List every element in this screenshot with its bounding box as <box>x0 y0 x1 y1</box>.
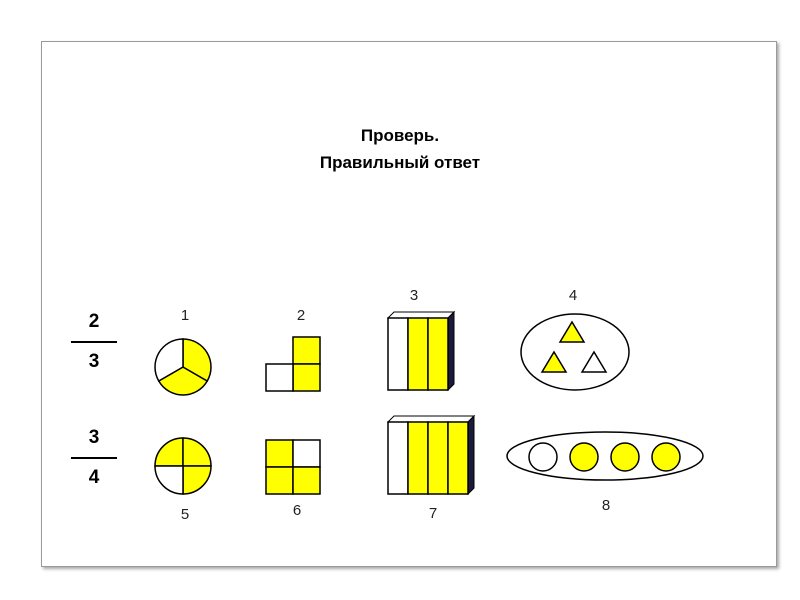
strip-shaded <box>448 422 468 494</box>
strip-shaded <box>408 318 428 390</box>
figure-oval-circles <box>505 430 705 482</box>
figure-circle-quarters <box>155 438 211 494</box>
strip-shaded <box>408 422 428 494</box>
fraction-numerator: 3 <box>71 426 117 450</box>
figure-label-7: 7 <box>418 505 448 522</box>
fraction-bar <box>71 457 117 459</box>
circle-quarter-empty <box>155 466 183 494</box>
circle-quarter-shaded <box>183 438 211 466</box>
figure-label-5: 5 <box>170 506 200 523</box>
fraction-denominator: 3 <box>71 350 117 374</box>
oval-outline <box>521 314 629 390</box>
square-quarter-shaded <box>266 467 293 494</box>
figure-label-3: 3 <box>399 287 429 304</box>
fraction-denominator: 4 <box>71 466 117 490</box>
circle-shaded <box>652 443 680 471</box>
square-quarter-shaded <box>266 440 293 467</box>
square-quarter-empty <box>293 440 320 467</box>
figure-label-6: 6 <box>282 502 312 519</box>
box-side-face <box>448 312 454 390</box>
circle-empty <box>529 443 557 471</box>
circle-quarter-shaded <box>183 466 211 494</box>
figure-square-quarters <box>265 439 321 495</box>
strip-empty <box>388 318 408 390</box>
figure-l-squares <box>265 337 321 393</box>
figure-box-four-strips <box>388 416 478 498</box>
figure-label-2: 2 <box>286 307 316 324</box>
figure-box-three-strips <box>388 312 460 394</box>
strip-shaded <box>428 318 448 390</box>
figure-circle-thirds <box>155 339 211 395</box>
title-line-1: Проверь. <box>0 122 800 149</box>
slide-title: Проверь. Правильный ответ <box>0 122 800 176</box>
square-empty <box>266 364 293 391</box>
fraction-two-thirds: 2 3 <box>71 310 117 374</box>
square-shaded <box>293 364 320 391</box>
strip-empty <box>388 422 408 494</box>
circle-shaded <box>570 443 598 471</box>
square-quarter-shaded <box>293 467 320 494</box>
figure-label-8: 8 <box>591 497 621 514</box>
fraction-bar <box>71 341 117 343</box>
figure-label-4: 4 <box>558 287 588 304</box>
square-shaded <box>293 337 320 364</box>
strip-shaded <box>428 422 448 494</box>
box-top-face <box>388 312 454 318</box>
figure-oval-triangles <box>520 312 630 392</box>
fraction-three-quarters: 3 4 <box>71 426 117 490</box>
circle-quarter-shaded <box>155 438 183 466</box>
title-line-2: Правильный ответ <box>0 149 800 176</box>
fraction-numerator: 2 <box>71 310 117 334</box>
circle-shaded <box>611 443 639 471</box>
figure-label-1: 1 <box>170 307 200 324</box>
box-side-face <box>468 416 474 494</box>
box-top-face <box>388 416 474 422</box>
